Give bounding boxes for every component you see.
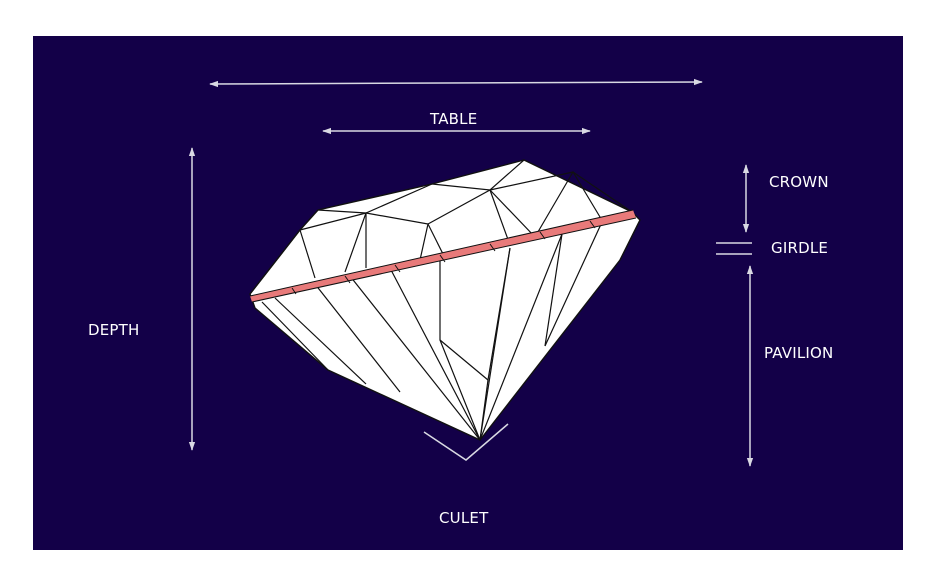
culet-label: CULET [439,509,489,527]
girdle-label: GIRDLE [771,239,829,257]
girdle-marker [716,242,752,255]
girdle-band-hatch [249,209,637,303]
width-arrow [209,78,703,88]
table-label: TABLE [430,110,478,128]
crown-facets [249,159,633,295]
girdle-band [250,210,636,302]
depth-label: DEPTH [88,321,140,339]
pavilion-facets [261,221,603,441]
diamond-illustration [249,159,641,441]
culet-bracket [423,423,509,461]
crown-label: CROWN [769,173,829,191]
pavilion-label: PAVILION [764,344,834,362]
diamond-body [249,159,641,441]
